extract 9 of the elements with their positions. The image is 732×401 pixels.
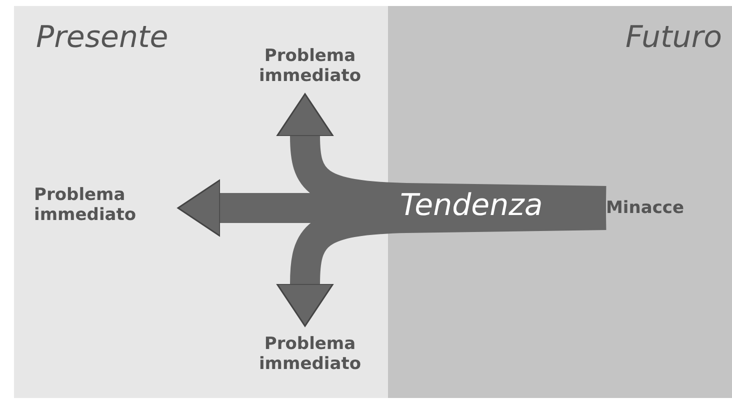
edge-label: Tendenza [400, 188, 543, 223]
panel-title: Futuro [625, 20, 722, 55]
outcome-label: Minacce [606, 198, 684, 218]
outcome-label: Problema immediato [258, 334, 362, 374]
panel-title: Presente [36, 20, 168, 55]
panel-background [14, 6, 388, 398]
panel-background [388, 6, 732, 398]
outcome-label: Problema immediato [258, 46, 362, 86]
outcome-label: Problema immediato [34, 184, 138, 226]
